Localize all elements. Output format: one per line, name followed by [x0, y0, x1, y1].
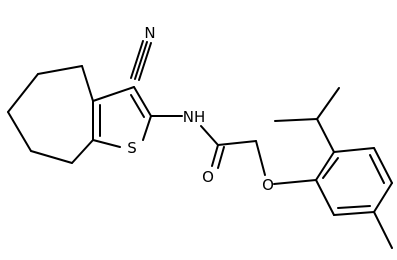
bond-ar5-me — [373, 211, 393, 249]
bond-c8-c8a — [71, 139, 94, 164]
carbonyl-oxygen-label: O — [202, 168, 214, 186]
bond-c2-s — [142, 115, 152, 141]
bond-c7-c8 — [30, 150, 73, 164]
bond-ar3-ar4 — [373, 147, 393, 184]
thiophene-sulfur-label: S — [127, 139, 137, 157]
bond-nh-carbonyl — [200, 125, 219, 146]
bond-ar6-ar1 — [315, 179, 335, 216]
thiophene-ring — [92, 86, 152, 148]
bond-c3a-c4 — [81, 65, 94, 102]
amide-linkage — [150, 115, 257, 169]
amide-nitrogen-label: NH — [183, 108, 206, 126]
bond-c3-c2 — [133, 86, 152, 117]
bond-c5-c6 — [7, 73, 39, 113]
bond-s-c8a — [92, 139, 121, 148]
bond-carbonyl-ch2 — [217, 140, 257, 146]
bond-ar2-ar3 — [333, 147, 375, 153]
bond-ar1-ar2-double — [322, 157, 339, 179]
bond-ar3-ar4-double — [369, 154, 385, 184]
bond-ch-me1 — [316, 87, 340, 120]
bond-ch-me2 — [274, 118, 318, 122]
bond-ar5-ar6 — [333, 211, 375, 216]
nitrile-triple-bond-2 — [138, 42, 152, 81]
nitrile-group — [130, 40, 152, 81]
bond-o-aryl — [273, 179, 317, 185]
nitrile-triple-bond-3 — [130, 40, 144, 79]
bond-ar4-ar5 — [373, 182, 393, 213]
cycloheptane-ring — [7, 65, 94, 164]
bond-c4-c5 — [37, 65, 83, 75]
bond-ch2-o — [255, 140, 266, 176]
bond-ar2-ch — [316, 118, 335, 153]
bond-ar1-ar2 — [315, 151, 335, 181]
ether-linkage — [255, 140, 317, 185]
nitrile-triple-bond-1 — [134, 41, 148, 80]
bond-ar5-ar6-double — [337, 205, 371, 209]
isopropyl-group — [274, 87, 340, 153]
bond-c3-c2-double — [130, 94, 145, 118]
bond-carbonyl-o — [211, 144, 219, 167]
benzene-ring — [315, 147, 393, 216]
bond-carbonyl-o-double — [217, 146, 225, 169]
methyl-group — [373, 211, 393, 249]
nitrile-nitrogen-label: N — [144, 24, 155, 42]
bond-c6-c7 — [7, 111, 32, 152]
ether-oxygen-label: O — [262, 176, 274, 194]
bond-c3-c3a — [92, 86, 135, 102]
